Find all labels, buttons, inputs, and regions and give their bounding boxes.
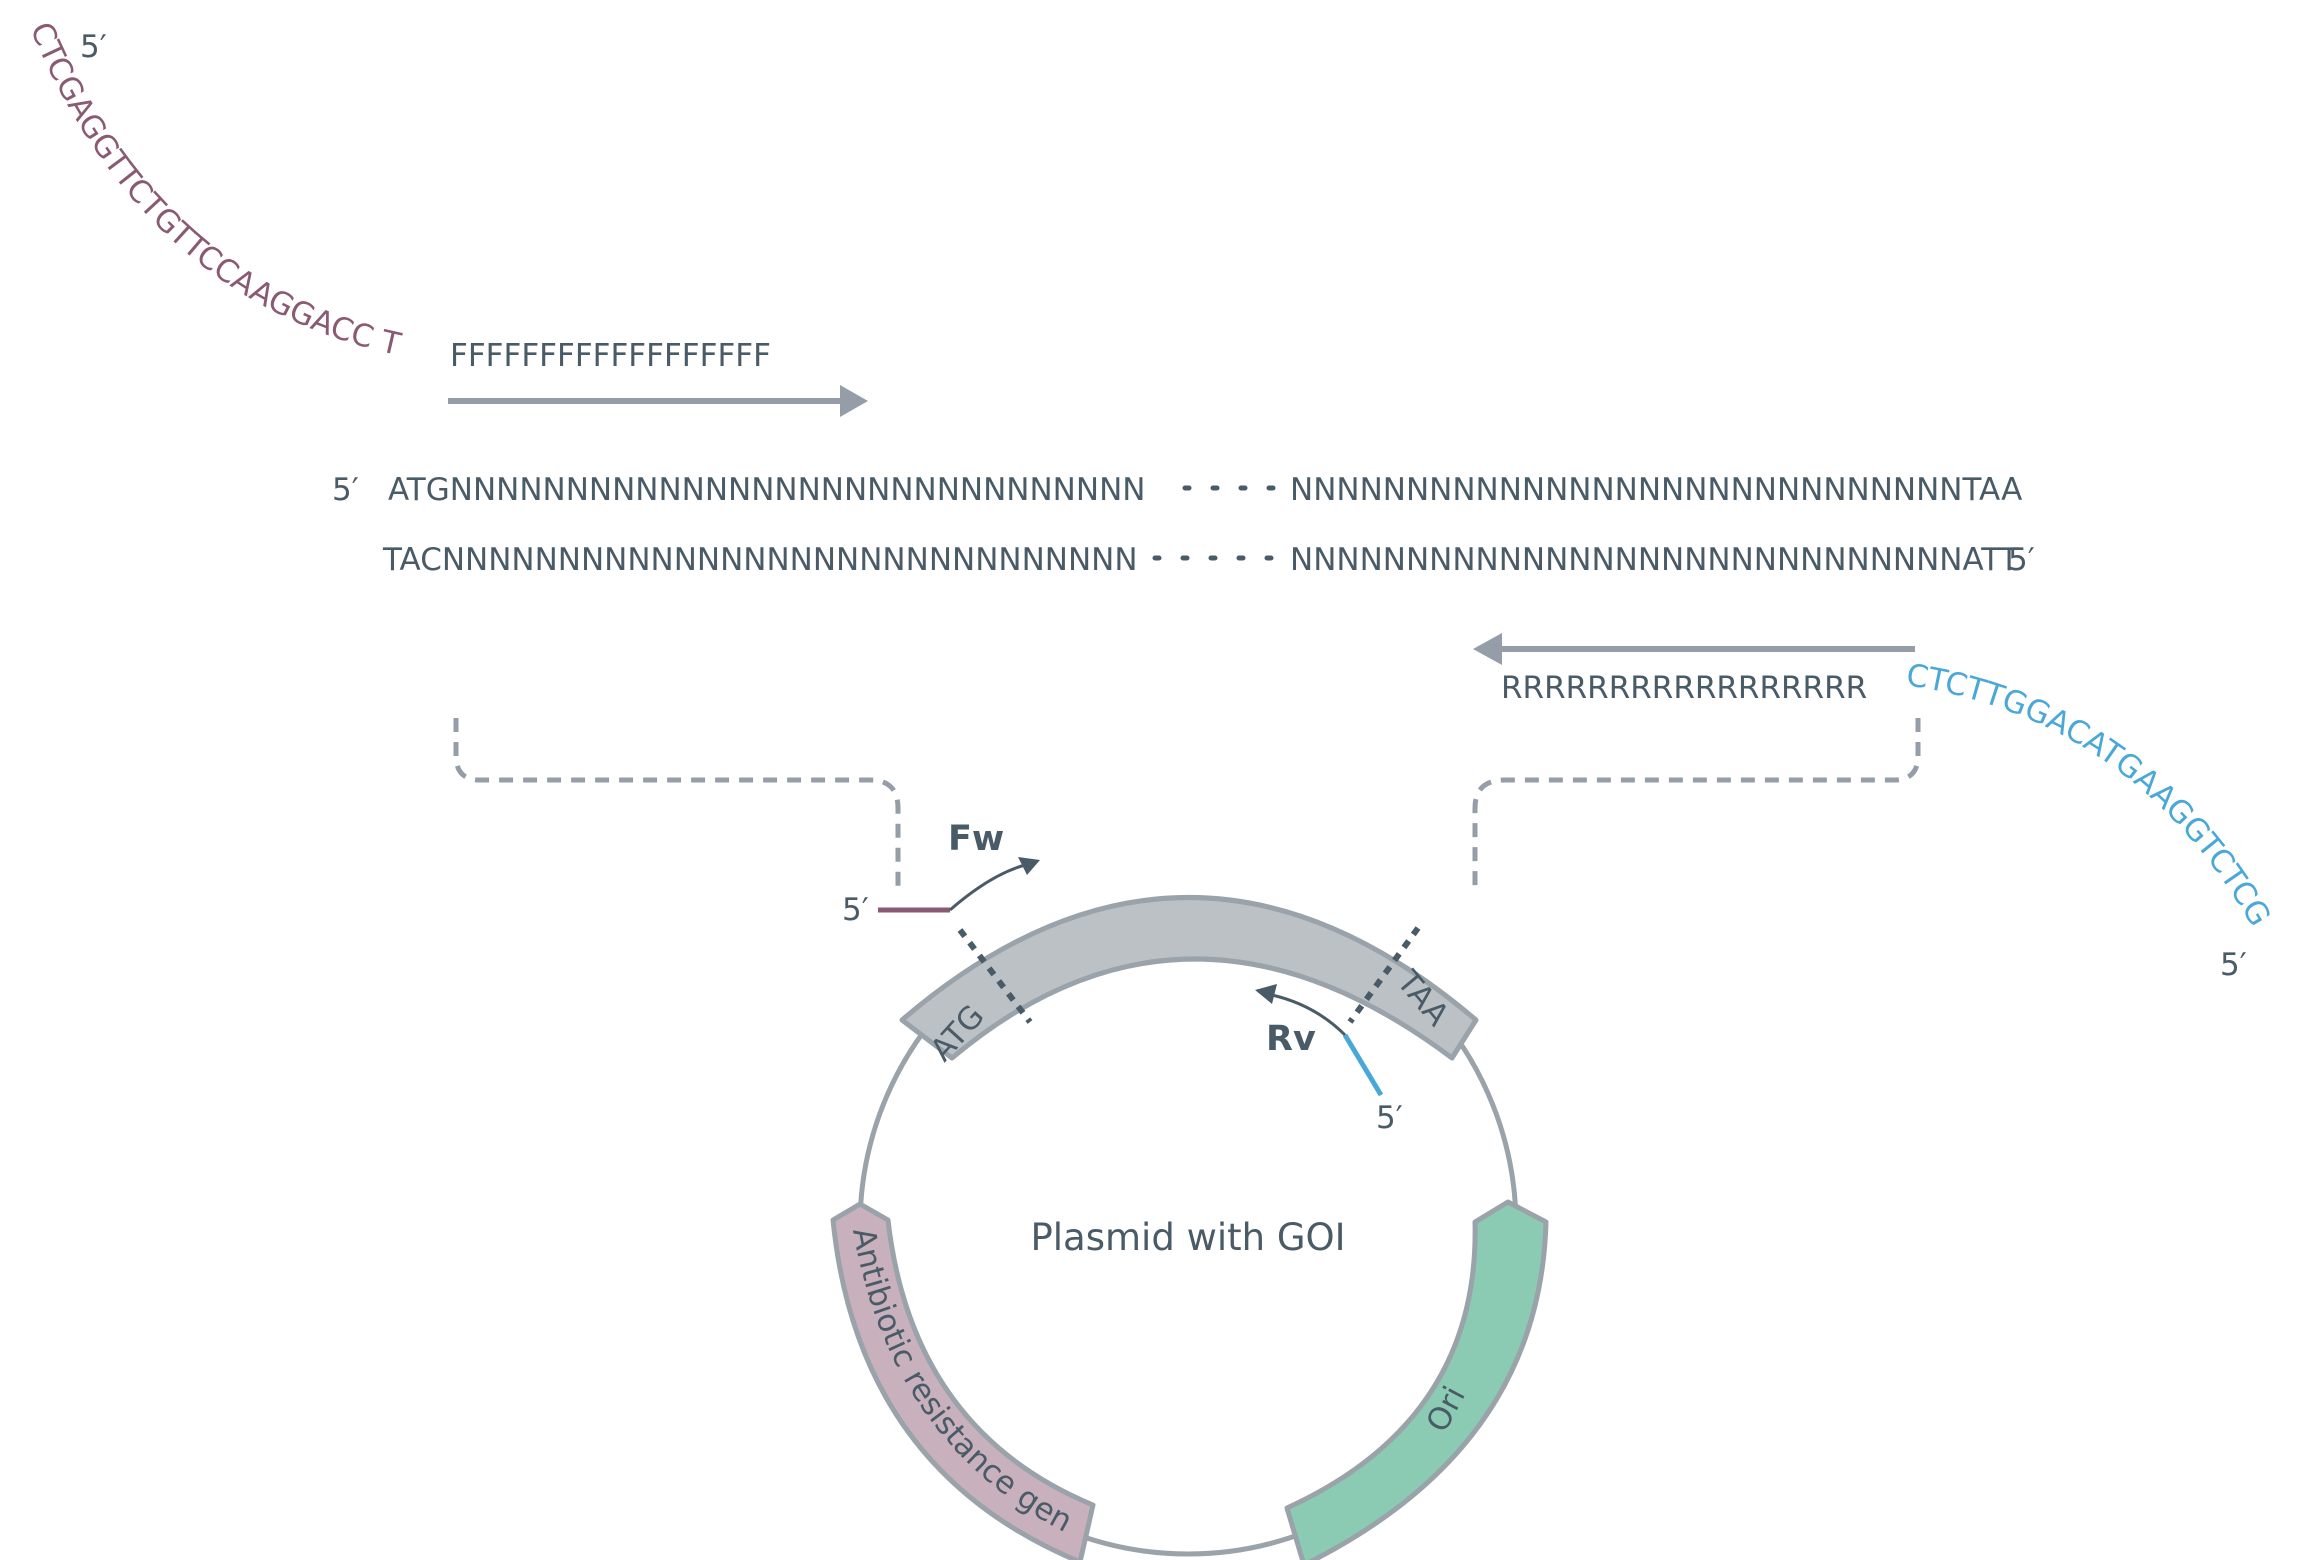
rv-arrowhead-icon bbox=[1255, 984, 1277, 1004]
plasmid-center-label: Plasmid with GOI bbox=[1030, 1216, 1345, 1259]
template-bottom-5prime-label: 5′ bbox=[2008, 542, 2035, 578]
template-bottom-right-sequence: NNNNNNNNNNNNNNNNNNNNNNNNNNNNNATT bbox=[1290, 542, 2020, 578]
rv-primer-line bbox=[1342, 1033, 1384, 1097]
rv-primer-extension bbox=[1271, 993, 1347, 1037]
reverse-primer-binding: RRRRRRRRRRRRRRRRR bbox=[1501, 670, 1867, 706]
fw-primer-extension bbox=[949, 863, 1026, 912]
forward-primer-tail-text: CTCGAGGTTCTGTTCCAAGGACC T bbox=[23, 17, 405, 363]
reverse-primer-5prime-label: 5′ bbox=[2220, 947, 2247, 983]
left-dashed-connector bbox=[453, 718, 901, 888]
origin-of-replication bbox=[1284, 1199, 1549, 1560]
antibiotic-resistance-gene bbox=[830, 1201, 1096, 1560]
template-bottom-left-sequence: TACNNNNNNNNNNNNNNNNNNNNNNNNNNNNNN bbox=[382, 542, 1138, 578]
template-top-right-sequence: NNNNNNNNNNNNNNNNNNNNNNNNNNNNNTAA bbox=[1290, 472, 2022, 508]
reverse-primer-tail: CTCTTGGACATGAAGGTCTCG bbox=[1904, 657, 2277, 932]
fw-label: Fw bbox=[948, 819, 1004, 859]
forward-primer-binding: FFFFFFFFFFFFFFFFFF bbox=[450, 338, 771, 374]
fw-arrowhead-icon bbox=[1018, 857, 1040, 875]
gene-of-interest-arc bbox=[899, 895, 1479, 1061]
fw-5prime-label: 5′ bbox=[842, 892, 869, 928]
forward-primer-5prime-label: 5′ bbox=[80, 29, 107, 65]
forward-primer-tail: CTCGAGGTTCTGTTCCAAGGACC T bbox=[23, 17, 405, 363]
rv-label: Rv bbox=[1266, 1019, 1316, 1059]
forward-arrow bbox=[448, 385, 868, 417]
reverse-primer-tail-text: CTCTTGGACATGAAGGTCTCG bbox=[1904, 657, 2277, 932]
template-top-left-sequence: ATGNNNNNNNNNNNNNNNNNNNNNNNNNNNNNN bbox=[388, 472, 1145, 508]
stop-codon-boundary bbox=[1347, 926, 1421, 1024]
template-top-5prime-label: 5′ bbox=[332, 472, 359, 508]
rv-5prime-label: 5′ bbox=[1376, 1100, 1403, 1136]
right-dashed-connector bbox=[1472, 718, 1921, 888]
reverse-arrow bbox=[1473, 633, 1915, 665]
start-codon-boundary bbox=[957, 928, 1033, 1024]
